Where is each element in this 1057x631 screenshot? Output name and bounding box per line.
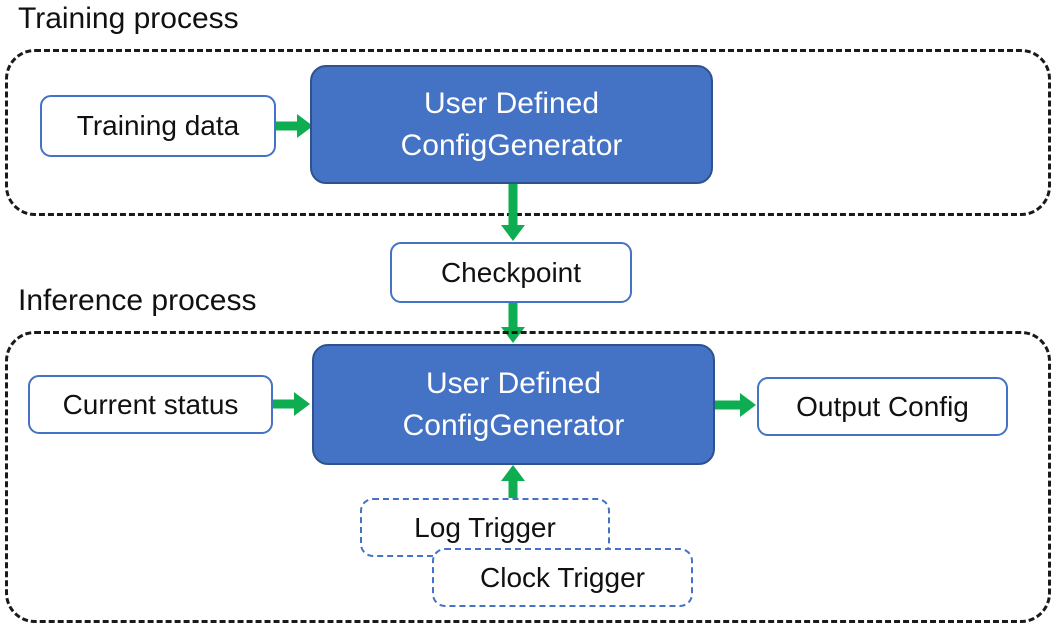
log-trigger-label: Log Trigger: [414, 511, 556, 543]
inference-config-generator-box: User Defined ConfigGenerator: [312, 344, 715, 465]
clock-trigger-box: Clock Trigger: [432, 548, 693, 607]
output-config-box: Output Config: [757, 377, 1008, 436]
arrow-generator-to-checkpoint: [500, 184, 526, 241]
training-process-container: [5, 49, 1051, 216]
inference-process-container: [5, 331, 1051, 623]
current-status-label: Current status: [62, 388, 239, 420]
arrow-generator-to-output: [715, 392, 756, 418]
checkpoint-label: Checkpoint: [440, 256, 582, 288]
training-process-title: Training process: [18, 2, 239, 35]
training-data-label: Training data: [76, 110, 240, 141]
log-trigger-box: Log Trigger: [360, 498, 610, 557]
output-config-label: Output Config: [796, 390, 969, 422]
inference-generator-line2: ConfigGenerator: [402, 408, 625, 442]
arrow-training-data-to-generator: [276, 113, 313, 139]
clock-trigger-label: Clock Trigger: [480, 561, 645, 593]
training-generator-line1: User Defined: [423, 87, 600, 121]
training-config-generator-box: User Defined ConfigGenerator: [310, 65, 713, 184]
current-status-box: Current status: [28, 375, 273, 434]
arrow-triggers-to-generator: [500, 465, 526, 498]
training-generator-line2: ConfigGenerator: [400, 128, 623, 162]
arrow-current-status-to-generator: [273, 391, 310, 417]
checkpoint-box: Checkpoint: [390, 242, 632, 303]
inference-generator-line1: User Defined: [425, 367, 602, 401]
training-data-box: Training data: [40, 95, 276, 157]
inference-process-title: Inference process: [18, 284, 257, 317]
